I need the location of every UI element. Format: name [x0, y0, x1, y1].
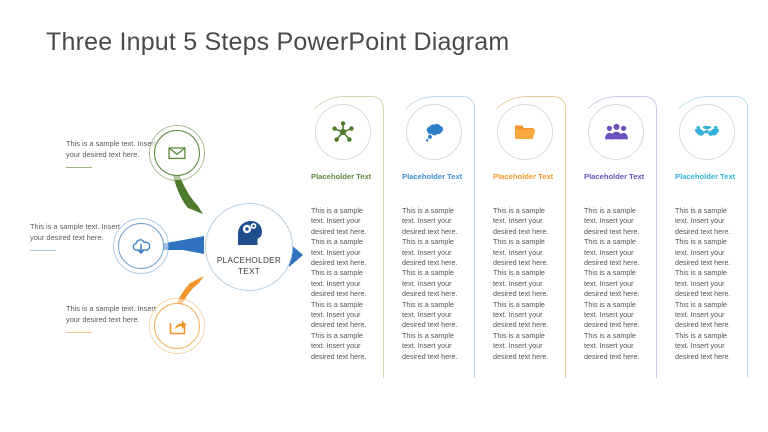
- step-body-5: This is a sample text. Insert your desir…: [675, 206, 731, 361]
- step-body-4: This is a sample text. Insert your desir…: [584, 206, 640, 361]
- input-icon-circle-2[interactable]: [113, 218, 169, 274]
- input-block-2: This is a sample text. Insert your desir…: [30, 221, 126, 251]
- step-body-2: This is a sample text. Insert your desir…: [402, 206, 458, 361]
- step-card-5[interactable]: Placeholder Text This is a sample text. …: [666, 96, 748, 386]
- handshake-icon: [691, 116, 723, 148]
- network-hub-icon: [327, 116, 359, 148]
- input-block-1: This is a sample text. Insert your desir…: [66, 138, 162, 168]
- share-export-icon: [154, 303, 200, 349]
- input-text-2: This is a sample text. Insert your desir…: [30, 222, 120, 242]
- center-label: PLACEHOLDER TEXT: [216, 256, 282, 276]
- step-heading-3: Placeholder Text: [493, 172, 554, 181]
- page-title: Three Input 5 Steps PowerPoint Diagram: [46, 28, 510, 56]
- step-card-4[interactable]: Placeholder Text This is a sample text. …: [575, 96, 657, 386]
- folder-icon: [509, 116, 541, 148]
- input-text-3: This is a sample text. Insert your desir…: [66, 304, 156, 324]
- step-heading-5: Placeholder Text: [675, 172, 736, 181]
- people-group-icon: [600, 116, 632, 148]
- input-rule-2: [30, 250, 56, 251]
- step-heading-1: Placeholder Text: [311, 172, 372, 181]
- step-body-1: This is a sample text. Insert your desir…: [311, 206, 367, 361]
- input-icon-circle-3[interactable]: [149, 298, 205, 354]
- envelope-icon: [154, 130, 200, 176]
- step-body-3: This is a sample text. Insert your desir…: [493, 206, 549, 361]
- input-text-1: This is a sample text. Insert your desir…: [66, 139, 156, 159]
- step-heading-4: Placeholder Text: [584, 172, 645, 181]
- input-icon-circle-1[interactable]: [149, 125, 205, 181]
- connector-line-blue: [160, 236, 204, 254]
- step-card-3[interactable]: Placeholder Text This is a sample text. …: [484, 96, 566, 386]
- input-block-3: This is a sample text. Insert your desir…: [66, 303, 162, 333]
- cloud-download-icon: [118, 223, 164, 269]
- center-circle[interactable]: [205, 203, 293, 291]
- input-rule-3: [66, 332, 92, 333]
- thought-cloud-icon: [418, 116, 450, 148]
- step-heading-2: Placeholder Text: [402, 172, 463, 181]
- head-with-gears-icon: [231, 215, 267, 251]
- step-card-1[interactable]: Placeholder Text This is a sample text. …: [302, 96, 384, 386]
- input-rule-1: [66, 167, 92, 168]
- step-card-2[interactable]: Placeholder Text This is a sample text. …: [393, 96, 475, 386]
